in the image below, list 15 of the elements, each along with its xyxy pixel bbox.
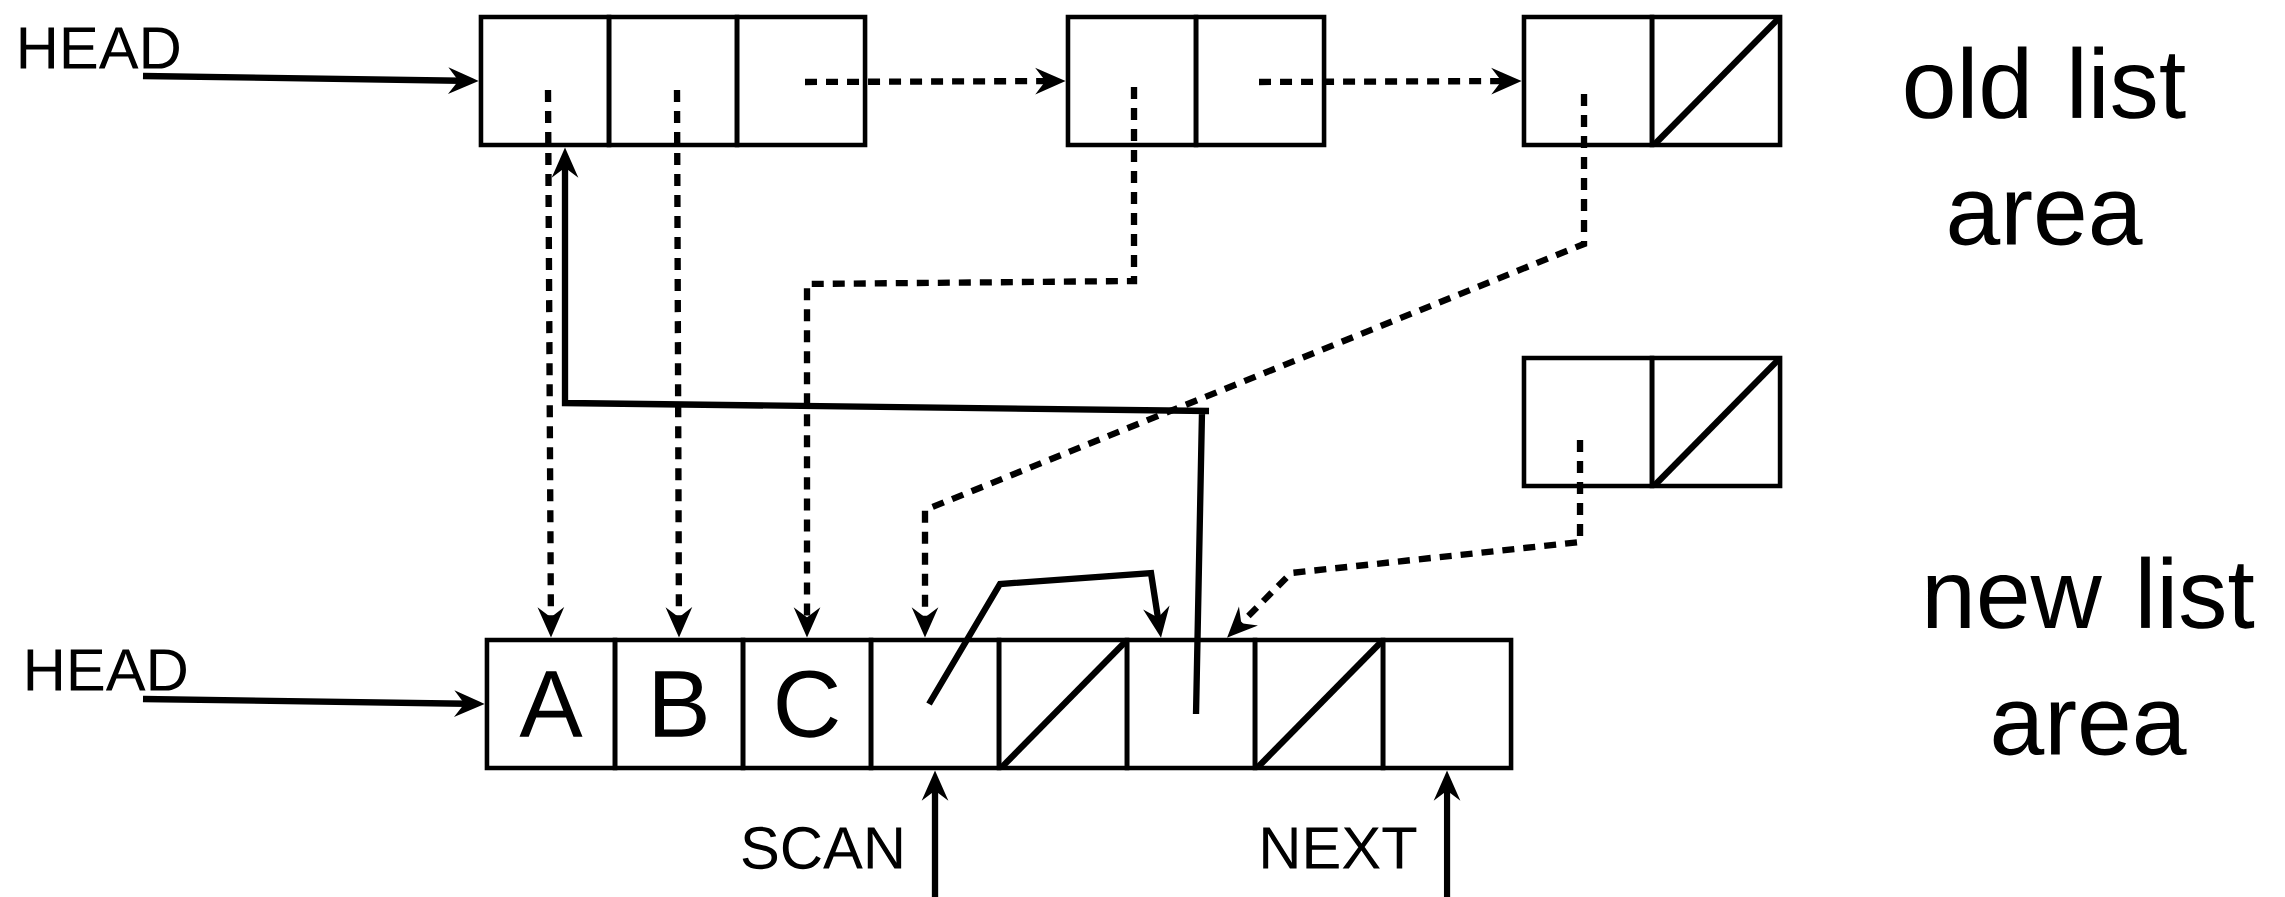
area-label: new list area [1927, 556, 2255, 756]
list-cell [734, 14, 868, 148]
list-cell [1649, 14, 1783, 148]
area-label: old list area [1905, 46, 2186, 246]
list-cell: C [740, 637, 874, 771]
pointer-label: HEAD [20, 27, 179, 69]
list-cell: B [612, 637, 746, 771]
edge-label: SCAN [742, 826, 902, 870]
pointer-label: HEAD [27, 649, 186, 691]
list-cell [1649, 355, 1783, 489]
list-cell [1193, 14, 1327, 148]
list-cell [1380, 637, 1514, 771]
edge-label: NEXT [1263, 827, 1417, 869]
arrow [926, 569, 1170, 706]
list-cell: A [484, 637, 618, 771]
